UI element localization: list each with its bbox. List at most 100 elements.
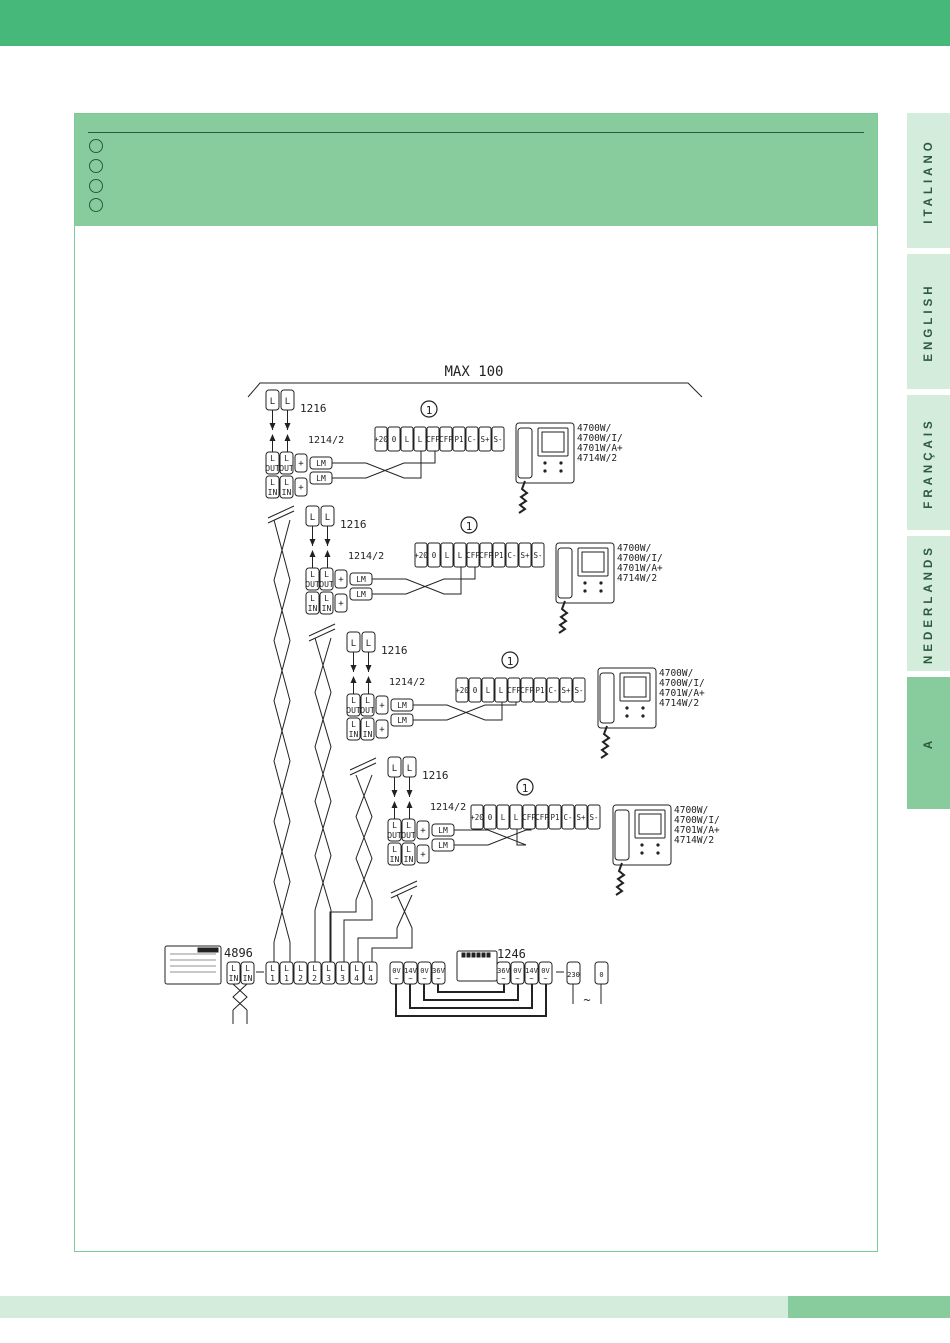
language-radio-2[interactable] [89, 159, 103, 173]
distributor-in-a-1 [265, 475, 280, 499]
connector-terminal-1-0 [374, 426, 388, 452]
distributor-plus-a-1 [294, 453, 308, 473]
connector-terminal-4-0 [470, 804, 484, 830]
arrow-up-3 [350, 676, 357, 683]
bus-terminal-7 [363, 961, 378, 985]
connector-terminal-label-2-1: 0 [432, 551, 437, 560]
distributor-out-a-1-top: L [270, 454, 275, 463]
bus-line-7 [357, 928, 398, 962]
lm-label-a-4: LM [438, 826, 448, 835]
connector-terminal-2-3 [453, 542, 467, 568]
distributor-in-a-2 [305, 591, 320, 615]
bus-terminal-1-bottom: 1 [284, 974, 289, 983]
bus-terminal-1 [279, 961, 294, 985]
connector-terminal-label-1-7: C- [467, 435, 476, 444]
distributor-in-b-3-bottom: IN [363, 730, 373, 739]
connector-terminal-3-4 [507, 677, 521, 703]
bus-terminal-6-top: L [354, 964, 359, 973]
lm-label-b-2: LM [356, 590, 366, 599]
distributor-in-b-4 [401, 842, 416, 866]
monitor-cord-4 [615, 862, 626, 896]
module-1216-right-label-4: L [407, 764, 412, 774]
monitor-screen-inner-3 [623, 676, 647, 698]
bus-terminal-4-bottom: 3 [326, 974, 331, 983]
controller-led-2 [204, 947, 208, 953]
monitor-button-4-0-0 [640, 843, 644, 847]
language-radio-4[interactable] [89, 198, 103, 212]
power-vent-3 [476, 952, 481, 958]
power-terminal-tilde-1: ~ [408, 975, 412, 983]
module-1216-label-3: 1216 [381, 644, 408, 657]
distributor-in-b-4-top: L [406, 845, 411, 854]
distributor-in-a-4 [387, 842, 402, 866]
lm-label-b-4: LM [438, 841, 448, 850]
connector-terminal-label-1-6: P1 [454, 435, 463, 444]
distributor-in-b-2-top: L [324, 594, 329, 603]
bus-terminal-7-top: L [368, 964, 373, 973]
power-terminal-tilde-2: ~ [422, 975, 426, 983]
language-radio-3[interactable] [89, 179, 103, 193]
controller-led-0 [197, 947, 201, 953]
connector-terminal-label-2-7: C- [507, 551, 516, 560]
tab-francais[interactable]: FRANÇAIS [907, 395, 950, 530]
connector-terminal-3-9 [572, 677, 586, 703]
controller-in-a-bottom: IN [229, 974, 239, 983]
module-1216-left-label-1: L [270, 397, 275, 407]
language-radio-1[interactable] [89, 139, 103, 153]
connector-terminal-4-9 [587, 804, 601, 830]
distributor-plus-label-b-1: + [298, 483, 304, 493]
connector-terminal-label-1-9: S- [493, 435, 502, 444]
bus-terminal-1-top: L [284, 964, 289, 973]
connector-terminal-label-3-3: L [499, 686, 504, 695]
bus-terminal-2-top: L [298, 964, 303, 973]
distributor-out-b-1 [279, 451, 294, 475]
distributor-out-a-3-bottom: OUT [346, 706, 361, 715]
bus-terminal-5-top: L [340, 964, 345, 973]
power-terminal-label-0: 0V [392, 967, 401, 975]
monitor-button-3-0-1 [641, 706, 645, 710]
distributor-in-a-3 [346, 717, 361, 741]
connector-terminal-1-7 [465, 426, 479, 452]
module-1216-label-4: 1216 [422, 769, 449, 782]
tab-italiano[interactable]: ITALIANO [907, 113, 950, 248]
lm-label-b-1: LM [316, 474, 326, 483]
distributor-plus-a-4 [416, 820, 430, 840]
connector-terminal-4-6 [548, 804, 562, 830]
connector-terminal-label-1-8: S+ [480, 435, 490, 444]
monitor-model-4-0: 4700W/ [674, 805, 708, 816]
mains-symbol: ~ [583, 993, 590, 1007]
connector-terminal-4-7 [561, 804, 575, 830]
power-wire-4 [437, 984, 505, 993]
tab-a[interactable]: A [907, 677, 950, 809]
power-vent-2 [471, 952, 476, 958]
connector-terminal-label-3-5: CFP [520, 686, 534, 695]
header-rule [88, 132, 864, 133]
connector-terminal-3-8 [559, 677, 573, 703]
controller-in-b [240, 961, 255, 985]
controller-led-4 [211, 947, 215, 953]
distributor-in-b-2 [319, 591, 334, 615]
arrow-down-4 [391, 790, 398, 797]
arrow-up-b-1 [284, 434, 291, 441]
callout-circle-2 [460, 516, 478, 534]
distributor-in-b-3-top: L [365, 720, 370, 729]
tab-nederlands[interactable]: NEDERLANDS [907, 536, 950, 671]
monitor-button-2-1-0 [583, 589, 587, 593]
connector-terminal-1-5 [439, 426, 453, 452]
power-vent-1 [466, 952, 471, 958]
tab-english[interactable]: ENGLISH [907, 254, 950, 389]
supply-terminal-tilde-3: ~ [543, 975, 547, 983]
wire-connector-b-4 [454, 829, 532, 846]
controller-4896-device [164, 945, 222, 985]
connector-terminal-label-4-9: S- [589, 813, 598, 822]
monitor-handset-4 [614, 809, 630, 861]
cut-1a [267, 505, 295, 519]
wire-connector-b-2 [372, 567, 476, 595]
connector-terminal-1-8 [478, 426, 492, 452]
distributor-plus-a-3 [375, 695, 389, 715]
connector-terminal-label-1-4: CFP [426, 435, 440, 444]
distributor-label-1: 1214/2 [308, 435, 344, 446]
monitor-model-2-2: 4701W/A+ [617, 563, 663, 574]
connector-terminal-3-0 [455, 677, 469, 703]
module-1216-right-label-3: L [366, 639, 371, 649]
